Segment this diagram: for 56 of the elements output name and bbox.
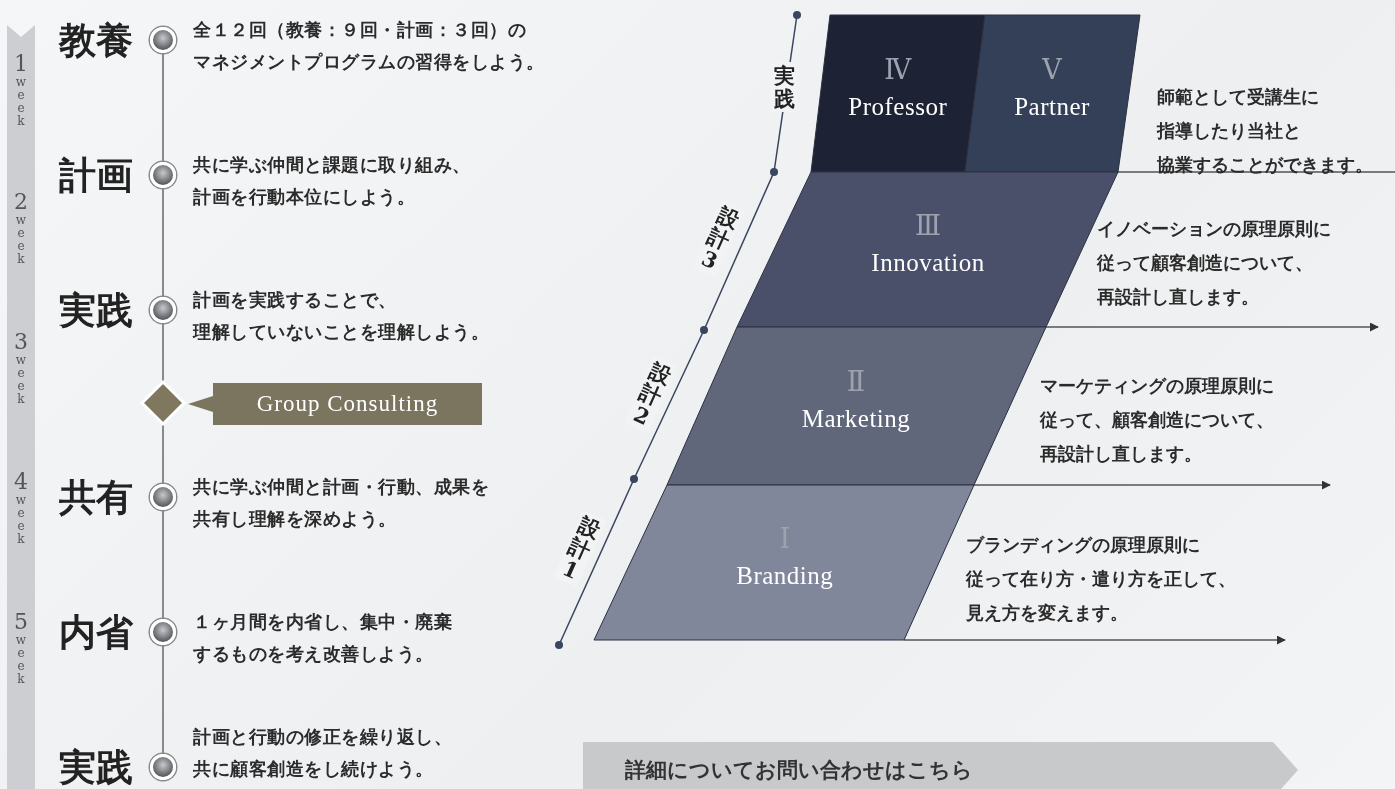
leader-line <box>1045 322 1379 332</box>
step-heading: 実践 <box>59 747 133 787</box>
step-heading: 教養 <box>59 20 133 60</box>
roman-numeral: Ⅴ <box>1042 52 1062 87</box>
level-name: Branding <box>736 560 834 591</box>
week-band <box>7 25 35 177</box>
roman-numeral: Ⅱ <box>846 365 866 399</box>
week-label: week <box>15 633 27 685</box>
week-label: week <box>15 493 27 545</box>
level-description: 師範として受講生に指導したり当社と協業することができます。 <box>1157 85 1373 177</box>
roman-numeral: Ⅲ <box>914 208 941 243</box>
level-name: Professor <box>848 91 948 122</box>
week-label: week <box>15 75 27 127</box>
level-name: Innovation <box>871 247 985 278</box>
connector-line <box>162 187 164 298</box>
week-band <box>7 583 35 789</box>
week-band <box>7 443 35 597</box>
roman-numeral: Ⅳ <box>884 52 912 87</box>
step-heading: 計画 <box>59 155 133 195</box>
level-name: Partner <box>1014 91 1090 122</box>
callout-box <box>188 383 482 425</box>
level-description: ブランディングの原理原則に従って在り方・遣り方を正して、見え方を変えます。 <box>966 533 1236 625</box>
banner-text: 詳細についてお問い合わせはこちら <box>625 756 973 784</box>
step-description: 計画を実践することで、理解していないことを理解しよう。 <box>193 288 489 344</box>
leader-line <box>1117 171 1395 173</box>
scale-label: 実践 <box>771 62 797 112</box>
leader-line <box>903 635 1286 645</box>
leader-line <box>973 480 1331 490</box>
callout-label: Group Consulting <box>255 390 440 418</box>
week-number: 3 <box>14 331 28 353</box>
step-description: 共に学ぶ仲間と計画・行動、成果を共有し理解を深めよう。 <box>193 475 489 531</box>
step-description: 計画と行動の修正を繰り返し、共に顧客創造をし続けよう。 <box>193 725 452 781</box>
week-label: week <box>15 353 27 405</box>
step-description: 全１２回（教養：９回・計画：３回）のマネジメントプログラムの習得をしよう。 <box>193 18 545 74</box>
week-number: 1 <box>14 53 28 75</box>
week-number: 4 <box>14 471 28 493</box>
contact-banner <box>583 742 1298 789</box>
level-description: マーケティングの原理原則に従って、顧客創造について、再設計し直します。 <box>1040 374 1274 466</box>
week-label: week <box>15 213 27 265</box>
step-heading: 内省 <box>59 612 133 652</box>
level-description: イノベーションの原理原則に従って顧客創造について、再設計し直します。 <box>1097 217 1331 309</box>
connector-line <box>162 52 164 163</box>
step-heading: 共有 <box>59 477 133 517</box>
step-description: １ヶ月間を内省し、集中・廃棄するものを考え改善しよう。 <box>193 610 452 666</box>
week-band <box>7 163 35 317</box>
level-name: Marketing <box>801 404 911 434</box>
step-heading: 実践 <box>59 290 133 330</box>
week-number: 5 <box>14 611 28 633</box>
week-number: 2 <box>14 191 28 213</box>
step-description: 共に学ぶ仲間と課題に取り組み、計画を行動本位にしよう。 <box>193 153 471 209</box>
milestone-diamond <box>141 381 185 425</box>
connector-line <box>162 509 164 620</box>
connector-line <box>162 644 164 755</box>
connector-line <box>162 424 164 485</box>
week-band <box>7 303 35 457</box>
connector-line <box>162 322 164 382</box>
